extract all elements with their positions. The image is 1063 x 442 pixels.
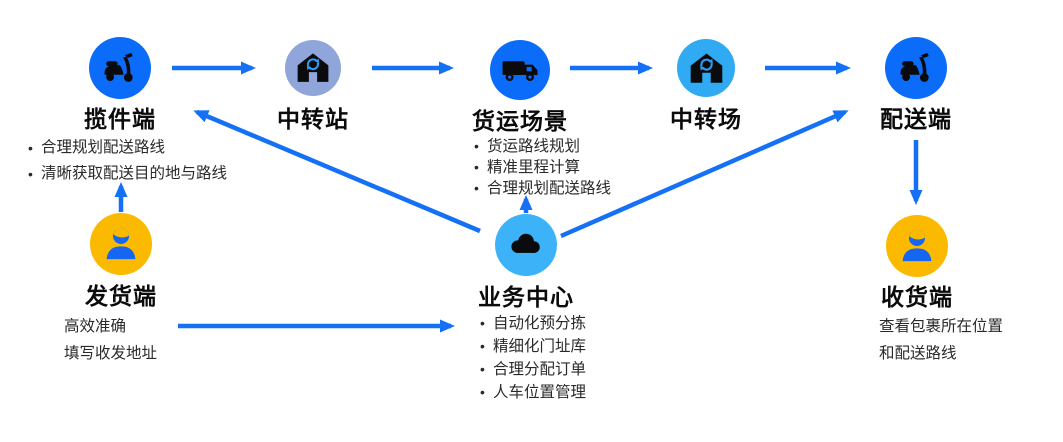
- bullet-item: 清晰获取配送目的地与路线: [28, 161, 227, 187]
- delivery-node-label: 配送端: [880, 106, 952, 132]
- bullet-item: 精准里程计算: [474, 157, 611, 178]
- pickup-bullet-list: 合理规划配送路线 清晰获取配送目的地与路线: [28, 135, 227, 187]
- sender-description: 高效准确 填写收发地址: [64, 313, 157, 367]
- receiver-description: 查看包裹所在位置 和配送路线: [879, 313, 1003, 367]
- bullet-item: 合理规划配送路线: [474, 178, 611, 199]
- scooter-icon: [900, 52, 929, 82]
- pickup-node-circle: [89, 37, 151, 99]
- description-line: 查看包裹所在位置: [879, 318, 1004, 335]
- description-line: 和配送路线: [879, 345, 957, 362]
- freight-node-label: 货运场景: [472, 108, 568, 134]
- bullet-item: 人车位置管理: [480, 381, 586, 404]
- sync-icon: [306, 58, 320, 71]
- description-line: 填写收发地址: [64, 345, 158, 362]
- scooter-icon: [104, 52, 133, 82]
- cloud-icon: [511, 233, 540, 253]
- transfer-station-node-label: 中转站: [277, 106, 349, 132]
- warehouse-sync-icon: [297, 53, 329, 82]
- bullet-item: 货运路线规划: [474, 136, 611, 157]
- bullet-item: 合理规划配送路线: [28, 135, 227, 161]
- pickup-node-label: 揽件端: [84, 106, 156, 132]
- truck-icon: [502, 61, 538, 82]
- business-center-node-label: 业务中心: [478, 284, 574, 310]
- receiver-node-label: 收货端: [881, 284, 953, 310]
- business-center-bullet-list: 自动化预分拣 精细化门址库 合理分配订单 人车位置管理: [480, 312, 586, 404]
- business-center-node-circle: [495, 214, 557, 276]
- transfer-yard-node-label: 中转场: [670, 106, 742, 132]
- warehouse-sync-icon: [690, 52, 722, 83]
- sender-node-circle: [90, 213, 152, 275]
- transfer-yard-node-circle: [677, 39, 735, 97]
- bullet-item: 自动化预分拣: [480, 312, 586, 335]
- freight-bullet-list: 货运路线规划 精准里程计算 合理规划配送路线: [474, 136, 611, 199]
- transfer-station-node-circle: [285, 40, 341, 96]
- user-icon: [106, 227, 136, 260]
- user-icon: [902, 229, 932, 262]
- receiver-node-circle: [886, 215, 948, 277]
- freight-node-circle: [490, 40, 550, 100]
- description-line: 高效准确: [64, 318, 127, 335]
- sender-node-label: 发货端: [85, 283, 157, 309]
- sync-icon: [699, 58, 713, 71]
- delivery-node-circle: [885, 37, 947, 99]
- bullet-item: 合理分配订单: [480, 358, 586, 381]
- bullet-item: 精细化门址库: [480, 335, 586, 358]
